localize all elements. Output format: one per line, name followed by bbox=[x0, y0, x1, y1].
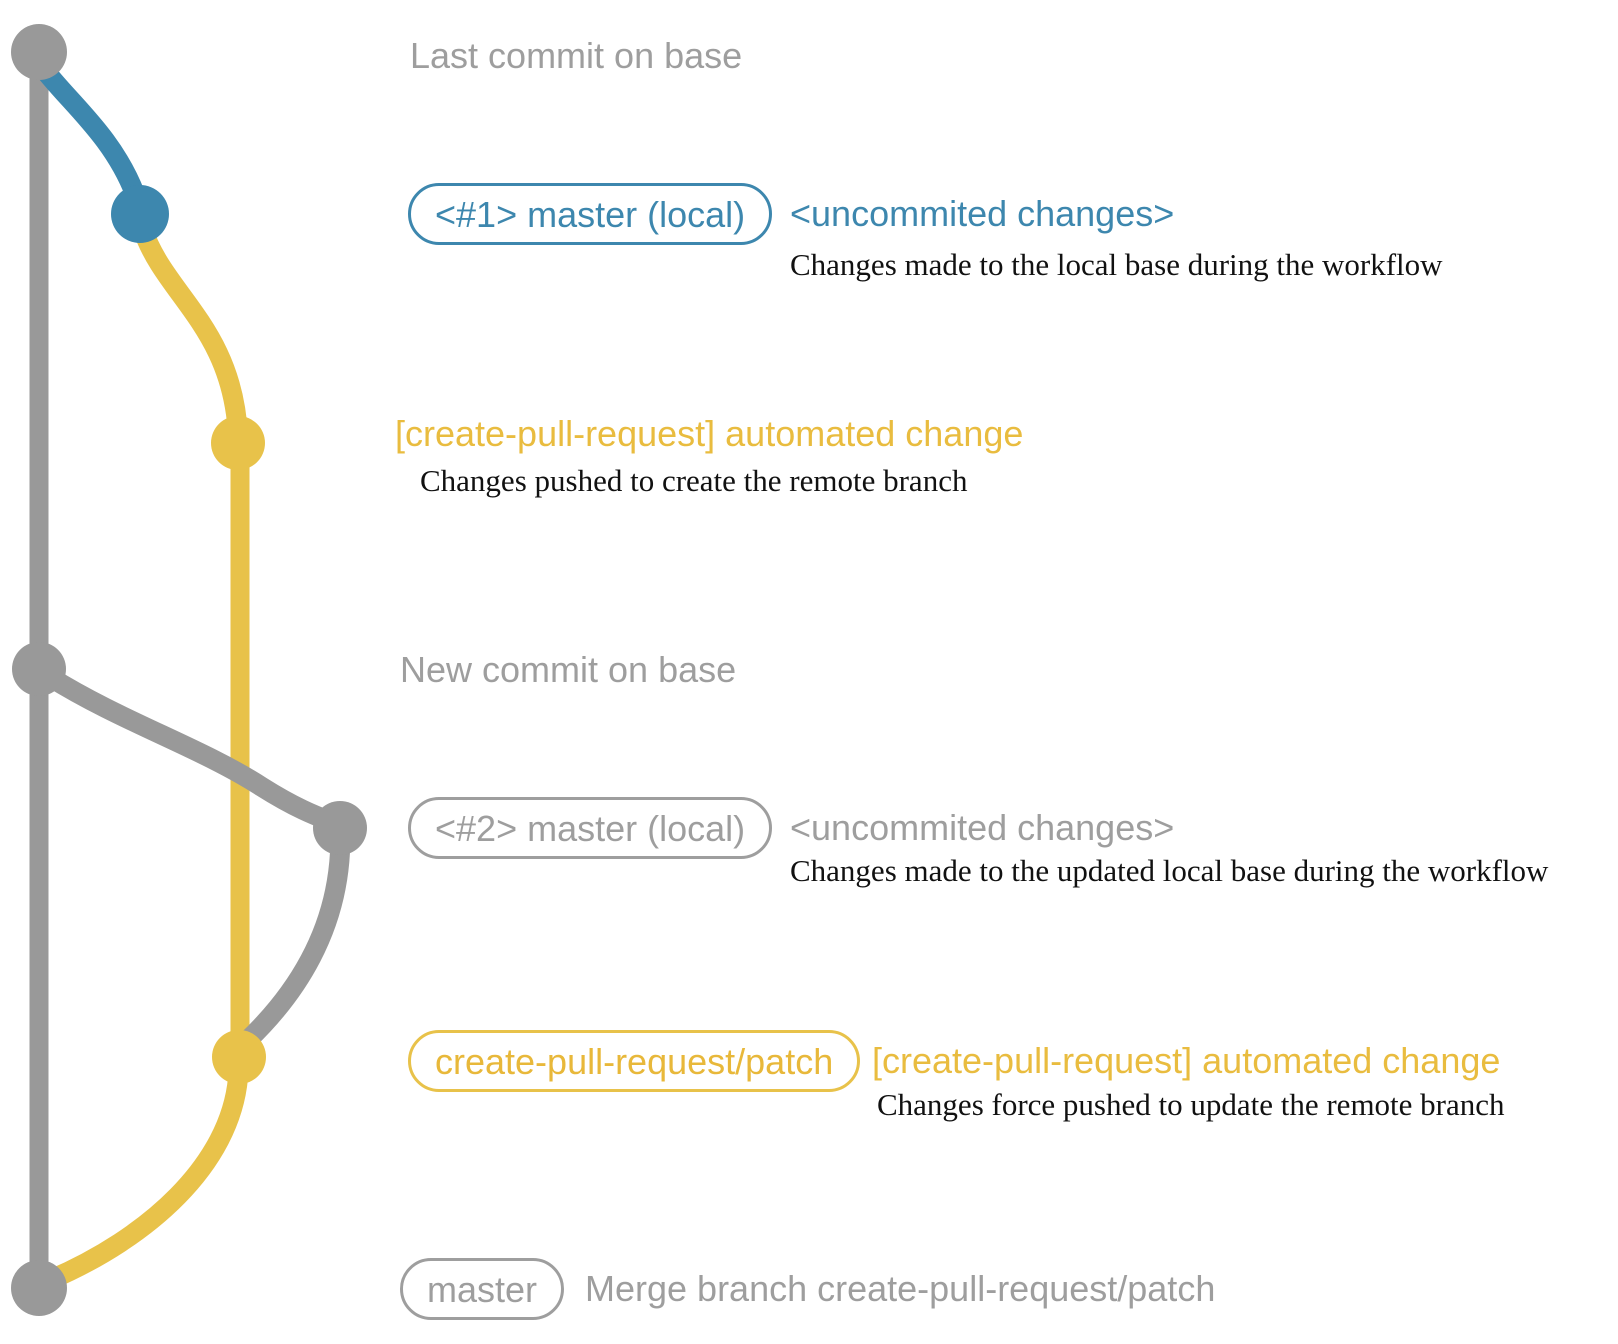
last-commit-label: Last commit on base bbox=[410, 35, 743, 76]
commit-dot-remote-2 bbox=[212, 1030, 266, 1084]
patch-branch-curve-bottom bbox=[40, 1068, 248, 1290]
branch-badge-create-pull-request-patch: create-pull-request/patch bbox=[408, 1030, 861, 1092]
commit-dot-remote-1 bbox=[211, 416, 265, 470]
branch-badge-master: master bbox=[400, 1258, 565, 1320]
patch-branch-curve-top bbox=[133, 220, 248, 446]
commit-dot-local-1 bbox=[111, 185, 169, 243]
merge-commit-message: Merge branch create-pull-request/patch bbox=[585, 1268, 1216, 1309]
commit-dot-merge bbox=[11, 1260, 67, 1316]
local-branch-curve-1 bbox=[30, 54, 145, 204]
commit-dot-new-base bbox=[12, 642, 66, 696]
local-branch-curve-3 bbox=[238, 842, 350, 1050]
uncommitted-changes-tag-1: <uncommited changes> bbox=[790, 193, 1175, 234]
commit-dot-local-2 bbox=[313, 801, 367, 855]
branch-badge-master-local-2: <#2> master (local) bbox=[408, 797, 773, 859]
automated-change-note-1: Changes pushed to create the remote bran… bbox=[420, 463, 968, 498]
uncommitted-changes-tag-2: <uncommited changes> bbox=[790, 807, 1175, 848]
local-branch-curve-2 bbox=[40, 667, 347, 834]
branch-badge-master-local-1: <#1> master (local) bbox=[408, 183, 773, 245]
automated-change-tag-2: [create-pull-request] automated change bbox=[872, 1040, 1501, 1081]
new-commit-label: New commit on base bbox=[400, 649, 737, 690]
uncommitted-changes-note-2: Changes made to the updated local base d… bbox=[790, 853, 1549, 888]
automated-change-tag-1: [create-pull-request] automated change bbox=[395, 413, 1024, 454]
automated-change-note-2: Changes force pushed to update the remot… bbox=[877, 1087, 1505, 1122]
commit-dot-last-base bbox=[11, 24, 67, 80]
uncommitted-changes-note-1: Changes made to the local base during th… bbox=[790, 247, 1443, 282]
